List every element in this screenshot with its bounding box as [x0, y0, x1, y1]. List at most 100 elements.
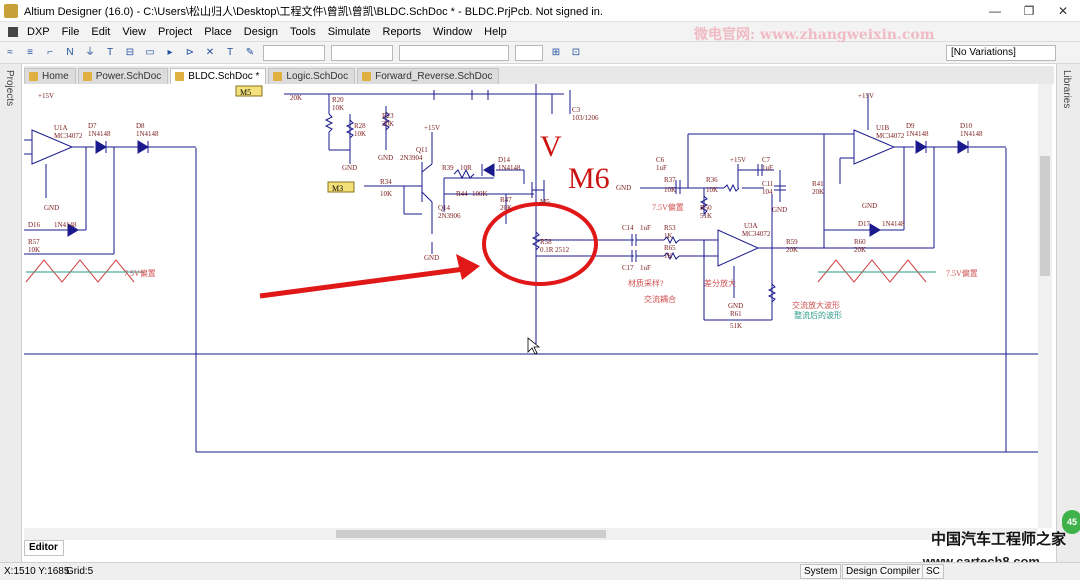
tab-bldc-schdoc[interactable]: BLDC.SchDoc * [170, 68, 267, 84]
sheet-symbol-icon[interactable]: ▭ [145, 46, 155, 58]
svg-text:D10: D10 [960, 122, 973, 130]
text-tool-icon[interactable]: T [226, 46, 234, 58]
svg-text:U1B: U1B [876, 124, 890, 132]
minimize-button[interactable]: — [989, 3, 1001, 18]
menu-file[interactable]: File [61, 25, 80, 38]
toolbar-combo-2[interactable] [331, 44, 393, 61]
schematic-canvas[interactable]: M5 M3 V M6 +15V U1A MC34072 D7 1N4148 D8… [24, 84, 1038, 528]
maximize-button[interactable]: ❐ [1023, 3, 1035, 18]
editor-tab[interactable]: Editor [24, 540, 64, 556]
status-bar: X:1510 Y:1685 Grid:5 System Design Compi… [0, 562, 1080, 580]
close-button[interactable]: ✕ [1057, 3, 1069, 18]
netlabel-icon[interactable]: N [66, 46, 74, 58]
notification-badge[interactable]: 45 [1062, 510, 1080, 534]
svg-text:C7: C7 [762, 156, 771, 164]
svg-text:R34: R34 [380, 178, 392, 186]
svg-text:C14: C14 [622, 224, 634, 232]
svg-text:10K: 10K [706, 186, 718, 194]
schematic-drawing[interactable]: M5 M3 V M6 +15V U1A MC34072 D7 1N4148 D8… [24, 84, 1038, 528]
projects-panel-tab[interactable]: Projects [0, 64, 22, 564]
svg-text:Q11: Q11 [416, 146, 428, 154]
vertical-scroll-thumb[interactable] [1040, 156, 1050, 276]
svg-text:R36: R36 [706, 176, 718, 184]
net-port-m3 [327, 181, 355, 193]
menu-place[interactable]: Place [204, 25, 232, 38]
svg-text:R28: R28 [354, 122, 366, 130]
svg-text:51K: 51K [730, 322, 742, 330]
menu-edit[interactable]: Edit [91, 25, 111, 38]
sheet-entry-icon[interactable]: ▸ [167, 46, 173, 58]
menu-view[interactable]: View [122, 25, 146, 38]
menu-design[interactable]: Design [243, 25, 279, 38]
mouse-cursor-icon [527, 337, 541, 355]
schdoc-icon [362, 72, 372, 81]
svg-text:R61: R61 [730, 310, 742, 318]
variations-dropdown[interactable]: [No Variations] [946, 45, 1056, 61]
schdoc-icon [273, 72, 283, 81]
note-diff-amp: 差分放大 [704, 278, 736, 288]
bus-tool-icon[interactable]: ≡ [27, 46, 33, 58]
design-compiler-button[interactable]: Design Compiler [842, 564, 924, 579]
svg-text:MC34072: MC34072 [54, 132, 83, 140]
svg-text:R57: R57 [28, 238, 40, 246]
svg-text:D7: D7 [88, 122, 97, 130]
svg-text:1N4148: 1N4148 [136, 130, 159, 138]
svg-text:D8: D8 [136, 122, 145, 130]
title-bar: Altium Designer (16.0) - C:\Users\松山归人\D… [0, 0, 1080, 22]
menu-simulate[interactable]: Simulate [327, 25, 371, 38]
toolbar-combo-1[interactable] [263, 44, 325, 61]
svg-text:1N4148: 1N4148 [960, 130, 983, 138]
tab-power-schdoc[interactable]: Power.SchDoc [77, 68, 169, 84]
note-sample: 材质采样? [628, 278, 664, 288]
port-icon[interactable]: ⊳ [185, 46, 195, 58]
svg-text:104: 104 [762, 188, 773, 196]
vertical-scrollbar[interactable] [1038, 84, 1052, 528]
svg-text:1N4148: 1N4148 [882, 220, 905, 228]
horizontal-scroll-thumb[interactable] [336, 530, 606, 538]
schdoc-icon [175, 72, 185, 81]
no-erc-icon[interactable]: ✕ [205, 46, 215, 58]
tab-forward-reverse-schdoc[interactable]: Forward_Reverse.SchDoc [357, 68, 500, 84]
svg-text:C17: C17 [622, 264, 634, 272]
svg-text:C3: C3 [572, 106, 581, 114]
svg-text:+15V: +15V [858, 92, 874, 100]
power-label-left: +15V [38, 92, 54, 100]
sc-panel-button[interactable]: SC [922, 564, 944, 579]
tab-logic-schdoc[interactable]: Logic.SchDoc [268, 68, 356, 84]
bias-note-right: 7.5V偏置 [946, 268, 978, 278]
menu-dxp[interactable]: DXP [27, 25, 50, 38]
gnd-port-icon[interactable]: ⏚ [85, 46, 95, 58]
svg-text:R23: R23 [382, 112, 394, 120]
bias-note-mid: 7.5V偏置 [652, 202, 684, 212]
svg-text:20K: 20K [786, 246, 798, 254]
menu-window[interactable]: Window [433, 25, 473, 38]
toolbar-combo-3[interactable] [399, 44, 509, 61]
menu-project[interactable]: Project [157, 25, 193, 38]
horizontal-scrollbar[interactable] [24, 528, 1038, 540]
note-rectified: 整流后的波形 [794, 310, 842, 320]
distribute-icon[interactable]: ⊡ [571, 46, 581, 58]
svg-text:10K: 10K [332, 104, 344, 112]
svg-text:0.1R 2512: 0.1R 2512 [540, 246, 570, 254]
menu-tools[interactable]: Tools [290, 25, 316, 38]
vcc-port-icon[interactable]: T [106, 46, 114, 58]
tab-home[interactable]: Home [24, 68, 76, 84]
svg-text:GND: GND [342, 164, 357, 172]
svg-text:R41: R41 [812, 180, 824, 188]
svg-text:+15V: +15V [730, 156, 746, 164]
projects-label: Projects [4, 70, 15, 107]
bus-entry-icon[interactable]: ⌐ [47, 46, 53, 58]
toolbar-combo-4[interactable] [515, 44, 543, 61]
pen-icon[interactable]: ✎ [245, 46, 255, 58]
document-tab-bar: Home Power.SchDoc BLDC.SchDoc * Logic.Sc… [24, 66, 1054, 84]
menu-reports[interactable]: Reports [382, 25, 422, 38]
svg-text:1uF: 1uF [640, 224, 651, 232]
menu-help[interactable]: Help [484, 25, 507, 38]
libraries-panel-tab[interactable]: Libraries [1056, 64, 1080, 564]
part-icon[interactable]: ⊟ [125, 46, 135, 58]
align-icon[interactable]: ⊞ [551, 46, 561, 58]
window-title: Altium Designer (16.0) - C:\Users\松山归人\D… [24, 5, 603, 18]
system-panel-button[interactable]: System [800, 564, 842, 579]
svg-text:D16: D16 [28, 221, 41, 229]
wire-tool-icon[interactable]: ≈ [7, 46, 13, 58]
